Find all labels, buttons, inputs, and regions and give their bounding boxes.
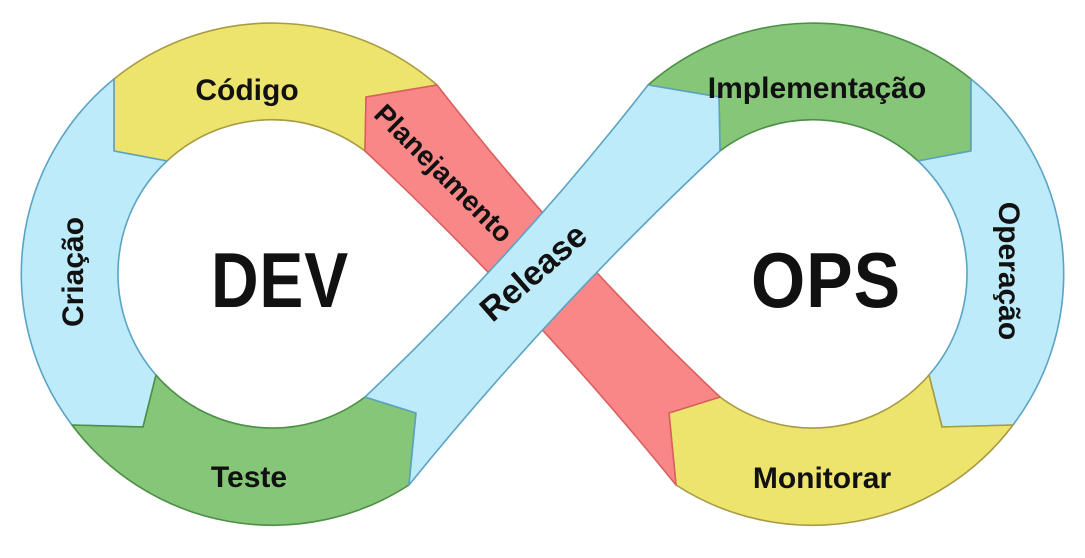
label-teste: Teste: [211, 461, 287, 494]
segment-criacao: [20, 78, 168, 428]
label-implementacao: Implementação: [708, 72, 926, 105]
label-criacao: Criação: [57, 217, 90, 327]
label-monitorar: Monitorar: [753, 462, 892, 495]
segment-monitorar: [668, 374, 1014, 527]
dev-loop-label: DEV: [211, 236, 349, 324]
segment-release-band: [364, 84, 721, 486]
ops-loop-label: OPS: [751, 236, 901, 324]
label-operacao: Operação: [992, 202, 1025, 340]
segment-operacao: [917, 78, 1065, 428]
label-codigo: Código: [195, 74, 298, 107]
